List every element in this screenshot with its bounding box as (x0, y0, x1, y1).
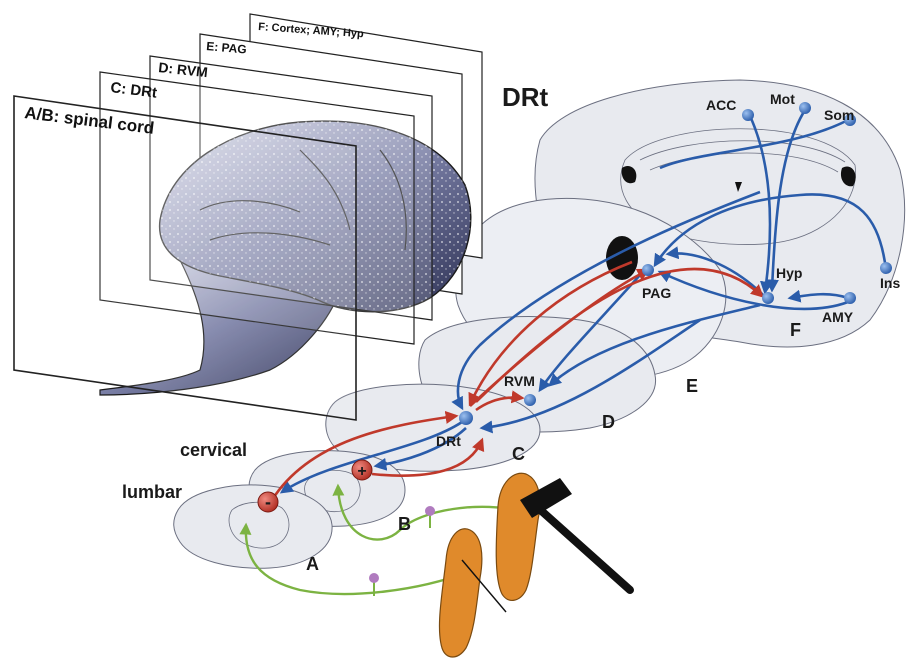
label-som: Som (824, 107, 854, 123)
label-rvm: RVM (504, 373, 535, 389)
node-drt (459, 411, 473, 425)
drg-cell-a (369, 573, 379, 583)
plane-ab (14, 96, 356, 420)
node-pag (642, 264, 654, 276)
letter-c: C (512, 444, 525, 464)
node-rvm (524, 394, 536, 406)
label-mot: Mot (770, 91, 795, 107)
inhibitory-sign: - (265, 492, 271, 512)
label-lumbar: lumbar (122, 482, 182, 502)
letter-b: B (398, 514, 411, 534)
label-acc: ACC (706, 97, 736, 113)
letter-e: E (686, 376, 698, 396)
hindpaw-stimulus (439, 473, 630, 657)
letter-d: D (602, 412, 615, 432)
hammer-icon (536, 506, 630, 590)
excitatory-sign: + (357, 463, 366, 480)
section-planes: F: Cortex; AMY; Hyp E: PAG D: RVM C: DRt… (14, 14, 482, 420)
letter-f: F (790, 320, 801, 340)
drg-cell-b (425, 506, 435, 516)
label-drt: DRt (436, 433, 461, 449)
paw-upper (496, 473, 540, 600)
node-acc (742, 109, 754, 121)
label-pag: PAG (642, 285, 671, 301)
paw-lower (439, 529, 481, 657)
node-ins (880, 262, 892, 274)
label-ins: Ins (880, 275, 900, 291)
label-cervical: cervical (180, 440, 247, 460)
node-mot (799, 102, 811, 114)
diagram-title: DRt (502, 82, 549, 112)
letter-a: A (306, 554, 319, 574)
label-amy: AMY (822, 309, 854, 325)
node-hyp (762, 292, 774, 304)
label-hyp: Hyp (776, 265, 802, 281)
node-amy (844, 292, 856, 304)
